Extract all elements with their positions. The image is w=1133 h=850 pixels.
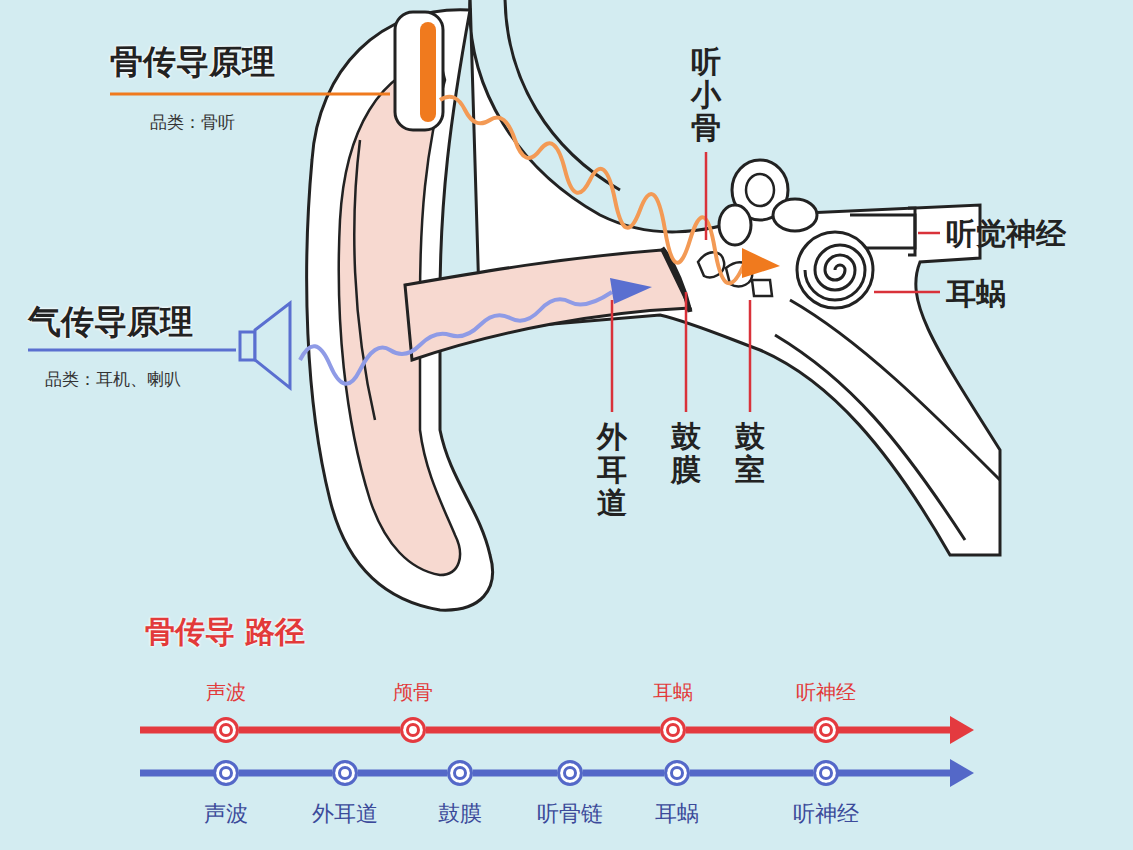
stop-label: 听神经: [793, 799, 859, 829]
path-connector: [583, 773, 664, 774]
stop-label: 颅骨: [393, 679, 433, 706]
callout-line: [110, 93, 390, 96]
air-wave-arrowhead: [610, 278, 652, 304]
section-title: 骨传导 路径: [145, 612, 305, 653]
path-stop: 颅骨: [400, 717, 426, 743]
stop-label: 声波: [206, 679, 246, 706]
leader-line: [874, 291, 940, 294]
path-stop: 听神经: [813, 717, 839, 743]
path-connector-line: [239, 727, 400, 734]
leader-line: [918, 232, 940, 235]
cochlea-outline: [797, 232, 873, 308]
path-connector-line: [473, 770, 557, 777]
path-connector: [239, 730, 400, 731]
path-stop: 外耳道: [332, 760, 358, 786]
heading-label: 骨传导原理: [110, 40, 275, 85]
category-label: 品类：耳机、喇叭: [45, 368, 181, 391]
nerve-end: [908, 208, 915, 255]
speaker-body: [240, 332, 255, 360]
leader-line: [611, 300, 614, 412]
path-stop: 耳蜗: [660, 717, 686, 743]
part-label: 外耳道: [597, 420, 627, 519]
path-line: [837, 770, 955, 777]
path-line: [140, 727, 215, 734]
path-stop: 耳蜗: [664, 760, 690, 786]
path-connector-line: [583, 770, 664, 777]
stop-label: 听神经: [796, 679, 856, 706]
path-connector: [473, 773, 557, 774]
semicircular-canal: [773, 199, 817, 231]
path-stop: 声波: [213, 717, 239, 743]
device-transducer: [420, 22, 436, 122]
stop-label: 听骨链: [537, 799, 603, 829]
path-arrowhead: [950, 716, 974, 744]
stop-label: 声波: [204, 799, 248, 829]
bone-wave-arrowhead: [742, 248, 780, 278]
stop-label: 耳蜗: [655, 799, 699, 829]
stop-label: 鼓膜: [438, 799, 482, 829]
path-stop: 声波: [213, 760, 239, 786]
part-label: 听觉神经: [946, 214, 1066, 255]
path-stop: 听骨链: [557, 760, 583, 786]
path-connector-line: [686, 727, 813, 734]
category-label: 品类：骨听: [150, 111, 235, 134]
path-connector-line: [690, 770, 813, 777]
path-arrowhead: [950, 759, 974, 787]
leader-line: [685, 292, 688, 412]
path-line: [140, 770, 215, 777]
speaker-cone: [255, 303, 290, 388]
eustachian-tube: [775, 300, 1000, 540]
semicircular-canal: [719, 205, 751, 245]
callout-line: [28, 349, 236, 352]
heading-label: 气传导原理: [28, 300, 193, 345]
stop-label: 外耳道: [312, 799, 378, 829]
part-label: 鼓室: [735, 420, 765, 486]
part-label: 听小骨: [691, 45, 721, 144]
part-label: 鼓膜: [671, 420, 701, 486]
semicircular-canal: [746, 174, 774, 206]
cochlea-spiral: [805, 245, 865, 300]
path-connector: [239, 773, 332, 774]
path-connector-line: [239, 770, 332, 777]
path-connector-line: [358, 770, 447, 777]
path-connector-line: [426, 727, 660, 734]
path-connector: [690, 773, 813, 774]
path-stop: 鼓膜: [447, 760, 473, 786]
path-connector: [686, 730, 813, 731]
path-connector: [426, 730, 660, 731]
air-wave: [300, 292, 612, 384]
stop-label: 耳蜗: [653, 679, 693, 706]
path-line: [837, 727, 955, 734]
path-connector: [358, 773, 447, 774]
part-label: 耳蜗: [946, 274, 1006, 315]
ossicle: [752, 280, 772, 296]
path-stop: 听神经: [813, 760, 839, 786]
leader-line: [705, 152, 708, 240]
bone-conduction-device: [395, 12, 443, 130]
leader-line: [749, 300, 752, 412]
